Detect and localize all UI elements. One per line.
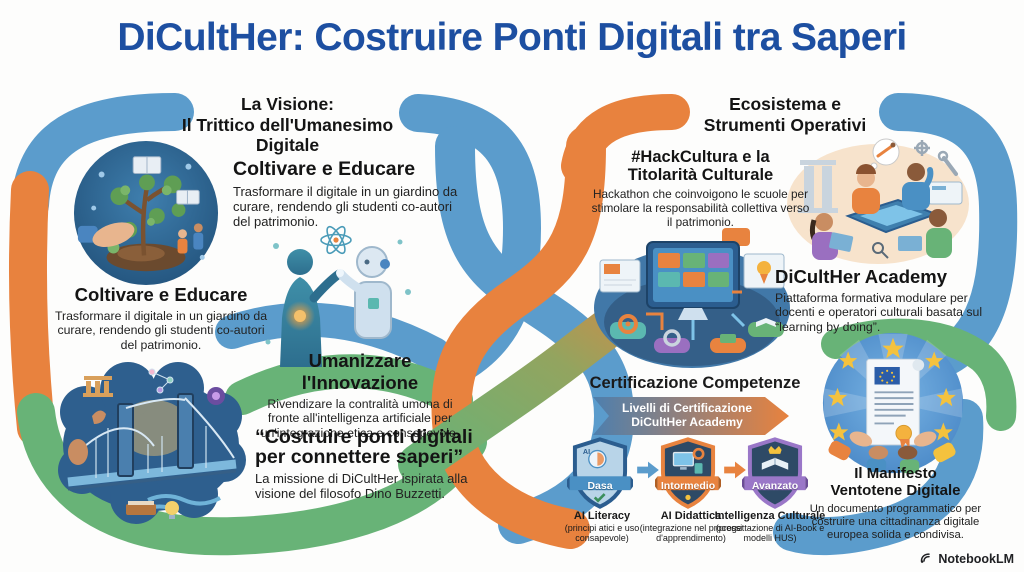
network-icon bbox=[148, 368, 174, 394]
bridge-illustration bbox=[58, 362, 246, 524]
coltivare-left-title: Coltivare e Educare bbox=[74, 284, 248, 305]
badge-desc: (progettazione di AI-Book e modelli HUS) bbox=[715, 523, 825, 544]
badge-name: Intelligenza Culturale bbox=[714, 510, 826, 522]
notebooklm-label: NotebookLM bbox=[938, 551, 1014, 566]
manifesto-title: Il Manifesto Ventotene Digitale bbox=[830, 465, 961, 499]
person-icon bbox=[852, 164, 880, 214]
badge-base: AI Dasa bbox=[564, 436, 636, 510]
academy-block: DiCultHer Academy Piattaforma formativa … bbox=[775, 266, 999, 334]
badge-name: AI Literacy bbox=[573, 510, 631, 522]
columns-icon bbox=[798, 160, 838, 213]
hackcultura-title: #HackCultura e la Titolarità Culturale bbox=[627, 148, 774, 185]
arrow-right-blue-icon bbox=[637, 461, 659, 479]
page-title: DiCultHer: Costruire Ponti Digitali tra … bbox=[117, 16, 907, 59]
person-icon bbox=[898, 209, 952, 258]
manifesto-body: Un documento programmatico per costruire… bbox=[809, 502, 982, 541]
gear-icon bbox=[914, 140, 930, 156]
costruire-title: “Costruire ponti digitali per connettere… bbox=[255, 426, 473, 469]
ribbon-green-mid bbox=[225, 354, 473, 417]
shield-avanzato-icon bbox=[739, 437, 811, 509]
certification-banner: Livelli di Certificazione DiCultHer Acad… bbox=[593, 397, 789, 435]
badge-avanzato-label: Avanzato bbox=[751, 480, 799, 492]
badge-intermedio-label: Intormedio bbox=[660, 480, 716, 492]
notebooklm-logo-icon bbox=[921, 553, 931, 563]
badge-col-ai-literacy: AI Literacy (principi atici e uso consap… bbox=[550, 510, 654, 543]
badge-base-label: Dasa bbox=[587, 480, 613, 492]
coltivare-top-body: Trasformare il digitale in un giardino d… bbox=[233, 184, 458, 230]
lightbulb-icon bbox=[165, 501, 179, 519]
coltivare-left-block: Coltivare e Educare Trasformare il digit… bbox=[52, 284, 270, 352]
banner-label: Livelli di Certificazione DiCultHer Acad… bbox=[621, 401, 753, 429]
eu-flag-icon bbox=[874, 366, 900, 385]
atom-icon bbox=[320, 225, 352, 255]
person-icon bbox=[177, 229, 188, 254]
costruire-body: La missione di DiCultHer ispirata alla v… bbox=[255, 470, 468, 502]
person-icon bbox=[902, 163, 934, 210]
hackcultura-block: #HackCultura e la Titolarità Culturale H… bbox=[588, 148, 813, 229]
certificate-icon bbox=[743, 253, 785, 289]
badge-col-intelligenza-culturale: Intelligenza Culturale (progettazione di… bbox=[712, 510, 828, 543]
notebooklm-branding: NotebookLM bbox=[919, 551, 1014, 566]
shield-intermedio-icon bbox=[652, 437, 724, 509]
ribbon-blue-bottomright bbox=[773, 399, 984, 556]
hackcultura-body: Hackathon che coinvoigono le scuole per … bbox=[591, 186, 810, 229]
svg-text:AI: AI bbox=[583, 447, 590, 456]
gear-icon bbox=[610, 314, 646, 339]
person-icon bbox=[809, 213, 854, 260]
temple-icon bbox=[83, 376, 113, 397]
badge-col-ai-didattica: AI Didattica (integrazione nel processi … bbox=[634, 510, 748, 543]
ribbon-blue-mid bbox=[215, 302, 451, 371]
book-icon bbox=[132, 156, 162, 175]
seal-icon bbox=[895, 424, 912, 449]
ribbon-orange-rightheader bbox=[561, 94, 690, 184]
collaboration-illustration bbox=[787, 138, 969, 264]
person-icon bbox=[193, 223, 204, 250]
hands bbox=[828, 431, 956, 474]
umanizzare-title: Umanizzare l'Innovazione bbox=[301, 350, 419, 393]
magnifier-icon bbox=[872, 242, 889, 259]
shield-base-icon: AI bbox=[564, 437, 636, 509]
left-section-header: La Visione: Il Trittico dell'Umanesimo D… bbox=[181, 94, 394, 156]
tree-planting-illustration bbox=[73, 140, 219, 286]
ribbon-orange-knot bbox=[431, 126, 606, 549]
thought-bubble-icon bbox=[870, 138, 900, 170]
ribbon-blue-topright bbox=[879, 93, 1018, 375]
costruire-block: “Costruire ponti digitali per connettere… bbox=[255, 427, 473, 501]
coltivare-left-body: Trasformare il digitale in un giardino d… bbox=[54, 309, 268, 352]
right-section-header: Ecosistema e Strumenti Operativi bbox=[703, 94, 867, 135]
wrench-icon bbox=[937, 150, 958, 176]
academy-body: Piattaforma formativa modulare per docen… bbox=[775, 291, 983, 334]
manifesto-block: Il Manifesto Ventotene Digitale Un docum… bbox=[793, 465, 998, 542]
banner-arrow-shape bbox=[593, 397, 789, 435]
academy-title: DiCultHer Academy bbox=[775, 266, 948, 287]
digital-platform-illustration bbox=[594, 228, 790, 368]
badge-name: AI Didattica bbox=[660, 510, 722, 522]
ribbon-orange-left bbox=[9, 171, 55, 447]
coltivare-top-block: Coltivare e Educare Trasformare il digit… bbox=[233, 158, 468, 230]
umanizzare-body: Rivendizare la contralità umona di front… bbox=[260, 397, 460, 440]
book-icon bbox=[176, 189, 200, 205]
book-icon bbox=[126, 501, 156, 515]
badge-intermedio: Intormedio bbox=[652, 436, 724, 510]
arrow-right-orange-icon bbox=[724, 461, 746, 479]
badge-desc: (principi atici e uso consapevole) bbox=[564, 523, 640, 544]
book-icon bbox=[748, 318, 784, 337]
manifesto-illustration bbox=[822, 332, 964, 474]
human-robot-illustration bbox=[265, 225, 411, 367]
umanizzare-block: Umanizzare l'Innovazione Rivendizare la … bbox=[252, 350, 468, 440]
certificazione-title: Certificazione Competenze bbox=[589, 374, 801, 392]
badge-desc: (integrazione nel processi d'apprendimen… bbox=[639, 523, 743, 544]
gear-icon bbox=[654, 329, 690, 353]
badge-avanzato: Avanzato bbox=[739, 436, 811, 510]
coltivare-top-title: Coltivare e Educare bbox=[233, 158, 416, 180]
eu-stars bbox=[827, 337, 956, 441]
